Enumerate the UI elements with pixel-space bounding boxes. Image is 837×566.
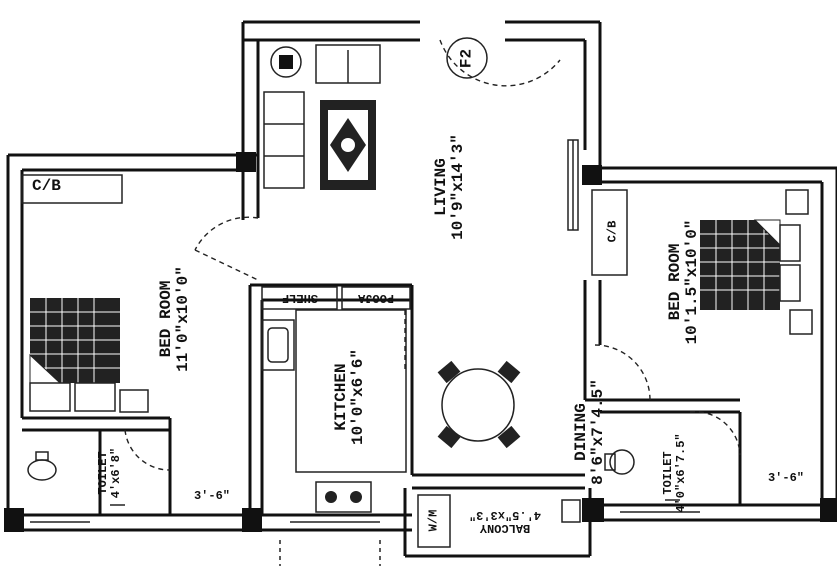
windows [30, 139, 700, 566]
cb-label-left: C/B [32, 177, 61, 195]
columns [4, 152, 837, 532]
dining-table [437, 360, 521, 449]
doors [124, 39, 741, 471]
shelf-label: SHELF [282, 291, 319, 305]
ledge-label-left: 3'-6" [193, 489, 230, 503]
toilet-fixtures [27, 449, 680, 506]
pooja-label: POOJA [358, 291, 395, 305]
cb-label-right: C/B [605, 220, 620, 243]
ledge-label-right: 3'-6" [767, 471, 804, 485]
kitchen-fixtures [261, 309, 407, 513]
right-bedroom-furniture [591, 189, 813, 335]
f2-label: F2 [457, 48, 476, 69]
walls [6, 20, 837, 558]
f2-marker [446, 37, 488, 79]
wm-label: W/M [426, 509, 441, 532]
label-boxes [261, 286, 581, 548]
living-furniture [263, 44, 381, 190]
left-bedroom-furniture [21, 174, 149, 413]
